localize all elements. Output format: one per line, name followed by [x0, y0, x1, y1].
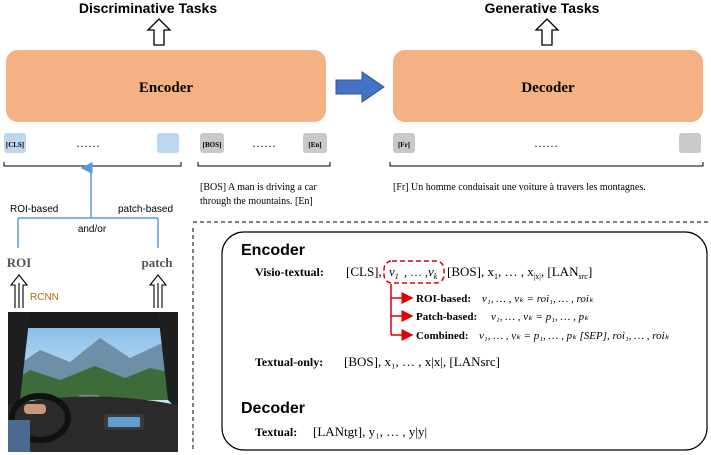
visio-textual-label: Visio-textual: — [255, 265, 324, 279]
encoder-block — [6, 50, 326, 122]
visio-v1: v1 — [389, 264, 399, 281]
decoder-output-arrow — [534, 18, 560, 46]
visual-tokens-dashed-box — [383, 260, 445, 284]
patch-label: patch — [141, 255, 173, 270]
bos-token-label: [BOS] — [203, 141, 222, 149]
fr-token — [393, 133, 415, 153]
decoder-block-label: Decoder — [521, 80, 575, 96]
cls-token — [4, 133, 26, 153]
visual-token-last — [157, 133, 179, 153]
encoder-block-label: Encoder — [139, 80, 194, 96]
variant-arrows — [390, 284, 414, 341]
combined-variant-label: Combined: — [416, 330, 469, 342]
decoder-tokens-brace — [389, 162, 704, 167]
patch-input-arrow — [148, 274, 168, 308]
decoder-textual-label: Textual: — [255, 425, 297, 439]
fr-token-label: [Fr] — [398, 141, 410, 149]
bos-token — [200, 133, 224, 153]
encoder-to-decoder-arrow — [335, 71, 385, 103]
encoder-output-arrow — [146, 18, 172, 46]
text-tokens-brace — [197, 162, 331, 167]
english-caption-line2: through the mountains. [En] — [200, 196, 313, 207]
roi-based-variant-expr: v₁, … , vₖ = roi₁, … , roiₖ — [482, 293, 594, 305]
french-caption: [Fr] Un homme conduisait une voiture à t… — [393, 182, 646, 193]
roi-label: ROI — [7, 255, 32, 270]
combined-variant-expr: v₁, … , vₖ = p₁, … , pₖ [SEP], roi₁, … ,… — [479, 330, 670, 342]
textual-only-label: Textual-only: — [255, 355, 323, 369]
en-token — [303, 133, 327, 153]
driving-photo — [8, 312, 178, 452]
visio-textual-cls: [CLS], — [346, 264, 382, 279]
and-or-label: and/or — [78, 224, 107, 235]
decoder-textual-expr: [LANtgt], y₁, … , y|y| — [313, 424, 427, 439]
en-token-label: [En] — [308, 141, 321, 149]
visual-tokens-brace — [3, 162, 182, 167]
roi-input-arrow — [9, 274, 29, 308]
textual-only-expr: [BOS], x₁, … , x|x|, [LANsrc] — [344, 354, 500, 369]
visio-vk: vk — [428, 264, 438, 281]
visio-tail: [BOS], x1, … , x|x|, [LANsrc] — [447, 264, 592, 281]
visio-ellipsis: , … , — [404, 265, 428, 279]
patch-based-variant-label: Patch-based: — [416, 311, 477, 323]
english-caption-line1: [BOS] A man is driving a car — [200, 182, 317, 193]
discriminative-title: Discriminative Tasks — [79, 0, 217, 16]
decoder-token-last — [679, 133, 701, 153]
patch-based-label: patch-based — [118, 204, 173, 215]
decoder-tokens-ellipsis: …… — [534, 136, 558, 150]
patch-based-variant-expr: v₁, … , vₖ = p₁, … , pₖ — [491, 311, 589, 323]
rcnn-label: RCNN — [30, 292, 59, 303]
panel-encoder-heading: Encoder — [241, 242, 305, 259]
decoder-block — [393, 50, 703, 122]
generative-title: Generative Tasks — [485, 0, 600, 16]
visual-tokens-ellipsis: …… — [76, 136, 100, 150]
panel-decoder-heading: Decoder — [241, 400, 305, 417]
roi-based-variant-label: ROI-based: — [416, 293, 471, 305]
roi-based-label: ROI-based — [10, 204, 58, 215]
visio-textual-row: Visio-textual: [CLS], v1 , … , vk [BOS],… — [255, 260, 592, 284]
text-tokens-ellipsis: …… — [252, 136, 276, 150]
cls-token-label: [CLS] — [6, 141, 24, 149]
input-format-panel — [221, 231, 708, 451]
visual-branch-connector — [17, 162, 159, 248]
